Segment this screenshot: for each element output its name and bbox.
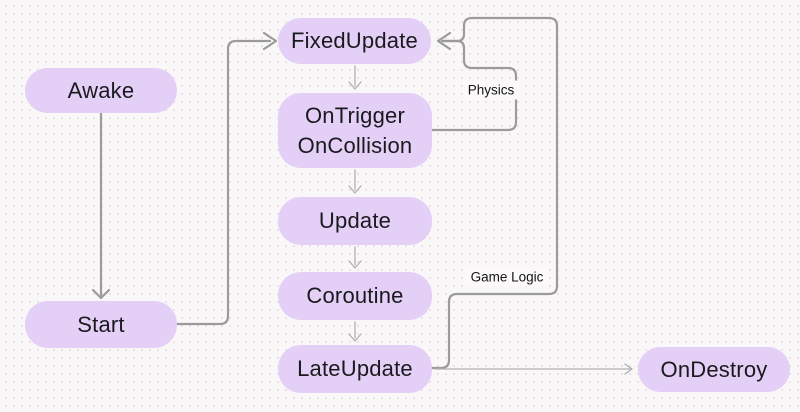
- node-on-trigger-label-line1: OnTrigger: [304, 102, 406, 128]
- node-update: Update: [278, 197, 432, 245]
- node-awake-label: Awake: [67, 77, 135, 103]
- arrowhead-loops-to-fixedupdate: [436, 31, 452, 51]
- node-coroutine-label: Coroutine: [306, 283, 404, 308]
- edge-start-to-fixedupdate: [175, 39, 272, 326]
- arrowhead-update-to-coroutine: [348, 260, 362, 269]
- node-on-destroy-label: OnDestroy: [660, 356, 768, 382]
- arrowhead-lateupdate-to-ondestroy: [624, 363, 633, 375]
- arrowhead-ontrigger-to-update: [348, 185, 362, 194]
- edge-label-physics: Physics: [462, 80, 520, 100]
- arrowhead-fixedupdate-to-ontrigger: [348, 81, 362, 90]
- node-on-trigger-on-collision: OnTrigger OnCollision: [278, 93, 432, 168]
- node-start: Start: [25, 301, 177, 348]
- node-on-trigger-label-line2: OnCollision: [297, 132, 413, 158]
- node-fixed-update-label: FixedUpdate: [291, 28, 418, 53]
- node-awake: Awake: [25, 68, 177, 113]
- node-late-update-label: LateUpdate: [297, 356, 413, 381]
- edge-label-game-logic: Game Logic: [465, 267, 549, 287]
- node-update-label: Update: [318, 208, 392, 233]
- node-late-update: LateUpdate: [278, 345, 432, 393]
- edge-physics-loop: [430, 39, 518, 132]
- arrowhead-start-to-fixedupdate: [262, 31, 278, 51]
- node-coroutine: Coroutine: [278, 272, 432, 320]
- arrowhead-coroutine-to-lateupdate: [348, 333, 362, 342]
- node-fixed-update: FixedUpdate: [278, 18, 431, 64]
- arrowhead-awake-to-start: [91, 288, 111, 300]
- edge-gamelogic-loop: [430, 16, 559, 370]
- node-start-label: Start: [77, 311, 125, 337]
- node-on-destroy: OnDestroy: [638, 347, 790, 392]
